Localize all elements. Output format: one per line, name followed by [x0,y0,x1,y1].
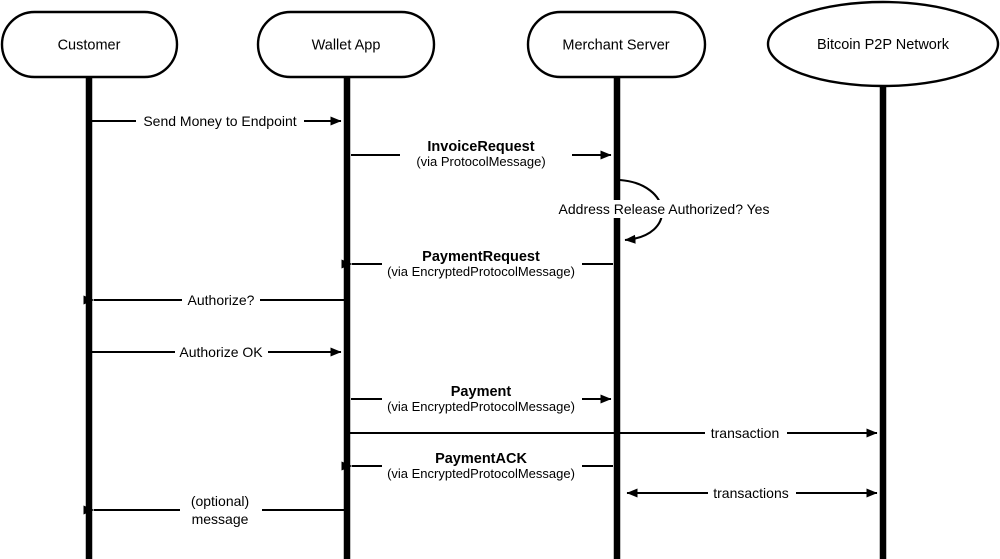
message-label: (optional) [191,493,249,509]
message-invoice-request[interactable]: InvoiceRequest (via ProtocolMessage) [351,139,612,169]
lifelines [85,78,887,559]
message-payment-ack[interactable]: PaymentACK (via EncryptedProtocolMessage… [341,451,613,481]
message-transaction[interactable]: transaction [349,424,878,442]
message-address-release[interactable]: Address Release Authorized? Yes [552,178,776,244]
label-backdrop [382,457,582,474]
actor-box-customer[interactable] [0,10,179,79]
message-send-money[interactable]: Send Money to Endpoint [92,112,342,130]
label-backdrop [136,112,304,130]
message-sublabel: message [192,511,249,527]
actor-box-wallet[interactable] [256,10,436,79]
label-backdrop [705,424,787,442]
message-label: PaymentACK [435,451,527,467]
message-optional[interactable]: (optional) message [83,493,344,527]
message-label: InvoiceRequest [427,139,534,155]
label-backdrop [182,291,260,309]
message-label: Send Money to Endpoint [143,113,296,129]
message-sublabel: (via EncryptedProtocolMessage) [387,466,575,481]
message-label: Authorize OK [179,344,263,360]
message-payment-request[interactable]: PaymentRequest (via EncryptedProtocolMes… [341,249,613,279]
message-sublabel: (via EncryptedProtocolMessage) [387,264,575,279]
message-label: Authorize? [188,292,255,308]
message-label: transactions [713,485,788,501]
actor-label-merchant: Merchant Server [562,37,669,53]
label-backdrop [382,390,582,407]
actor-heads: Customer Wallet App Merchant Server Bitc… [0,0,1000,88]
label-backdrop [400,146,572,163]
actor-ellipse-bitcoin[interactable] [766,0,1000,88]
label-backdrop [552,200,776,218]
actor-box-merchant[interactable] [526,10,707,79]
message-payment[interactable]: Payment (via EncryptedProtocolMessage) [351,384,612,414]
message-label: transaction [711,425,779,441]
message-sublabel: (via EncryptedProtocolMessage) [387,399,575,414]
message-label: Payment [451,384,512,400]
label-backdrop [708,484,796,502]
actor-label-wallet: Wallet App [312,37,381,53]
label-backdrop [382,255,582,272]
label-backdrop [175,343,268,361]
message-sublabel: (via ProtocolMessage) [416,154,545,169]
message-transactions[interactable]: transactions [626,484,878,502]
message-authorize-query[interactable]: Authorize? [83,291,344,309]
label-backdrop [180,502,262,518]
actor-label-customer: Customer [58,37,121,53]
message-label: Address Release Authorized? Yes [559,201,770,217]
message-authorize-ok[interactable]: Authorize OK [92,343,342,361]
actor-label-bitcoin: Bitcoin P2P Network [817,37,950,53]
message-label: PaymentRequest [422,249,540,265]
